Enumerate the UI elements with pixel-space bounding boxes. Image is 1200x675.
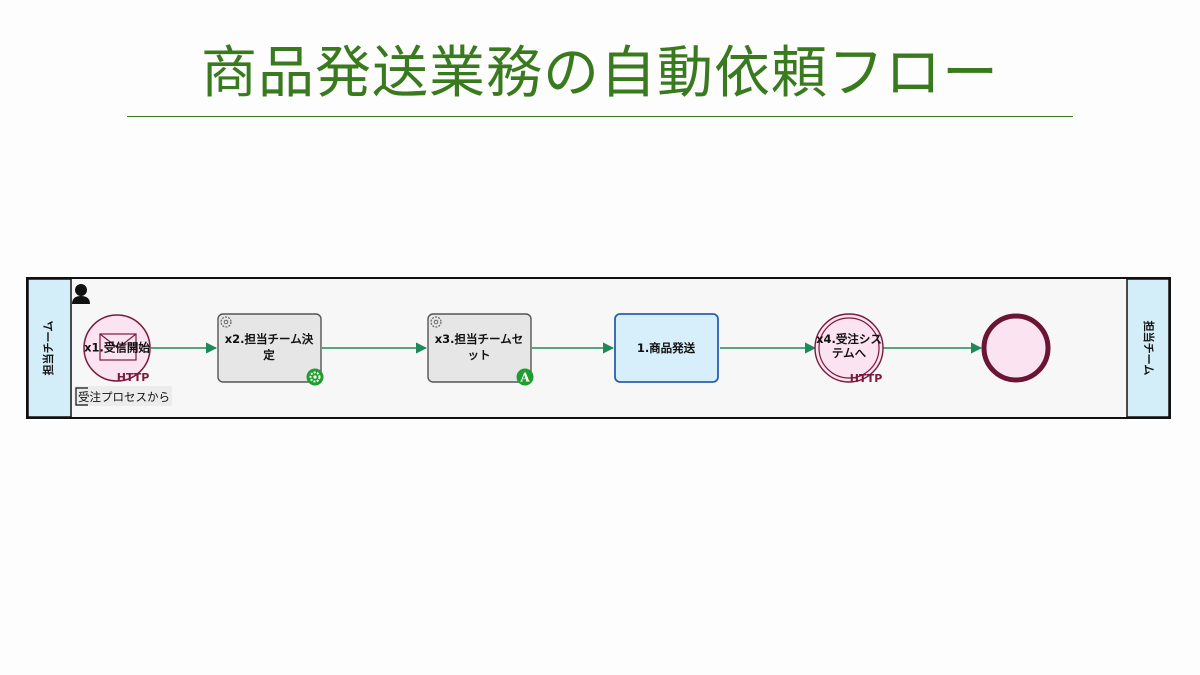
lane-header-left[interactable] (27, 278, 72, 418)
user-task-1[interactable]: 1.商品発送 (614, 313, 719, 383)
start-event-http-label: HTTP (117, 371, 150, 384)
throw-event-label-line2: テムへ (832, 346, 867, 360)
task-x2-label-line2: 定 (263, 348, 275, 362)
user-icon (72, 284, 90, 304)
annotation-text: 受注プロセスから (78, 390, 170, 404)
title-underline (127, 116, 1073, 117)
lane-header-right[interactable] (1126, 278, 1170, 418)
task-x3-label-line1: x3.担当チームセ (435, 332, 523, 346)
message-envelope-icon (99, 333, 137, 361)
start-message-event[interactable]: x1.受信開始 HTTP (83, 314, 151, 384)
intermediate-throw-event[interactable]: x4.受注シス テムへ HTTP (814, 313, 884, 385)
throw-event-label-line1: x4.受注シス (816, 332, 882, 346)
task-x3-label-line2: ット (468, 348, 491, 362)
gear-badge-icon (306, 368, 324, 386)
a-badge-icon: A (516, 368, 534, 386)
throw-event-http-label: HTTP (850, 372, 883, 385)
task-1-label: 1.商品発送 (637, 341, 696, 355)
end-event[interactable] (981, 313, 1051, 383)
service-task-x3[interactable]: x3.担当チームセ ット A (427, 313, 534, 386)
service-task-x2[interactable]: x2.担当チーム決 定 (217, 313, 324, 386)
lane-label-left: 担当チーム (41, 321, 55, 376)
gear-icon (220, 316, 232, 328)
text-annotation[interactable]: 受注プロセスから (74, 386, 172, 406)
start-event-label: x1.受信開始 (84, 341, 150, 355)
gear-icon (430, 316, 442, 328)
a-badge-text: A (519, 371, 530, 385)
task-x2-label-line1: x2.担当チーム決 (225, 332, 314, 346)
page-title: 商品発送業務の自動依頼フロー (201, 41, 999, 106)
lane-label-right: 担当チーム (1142, 321, 1156, 376)
